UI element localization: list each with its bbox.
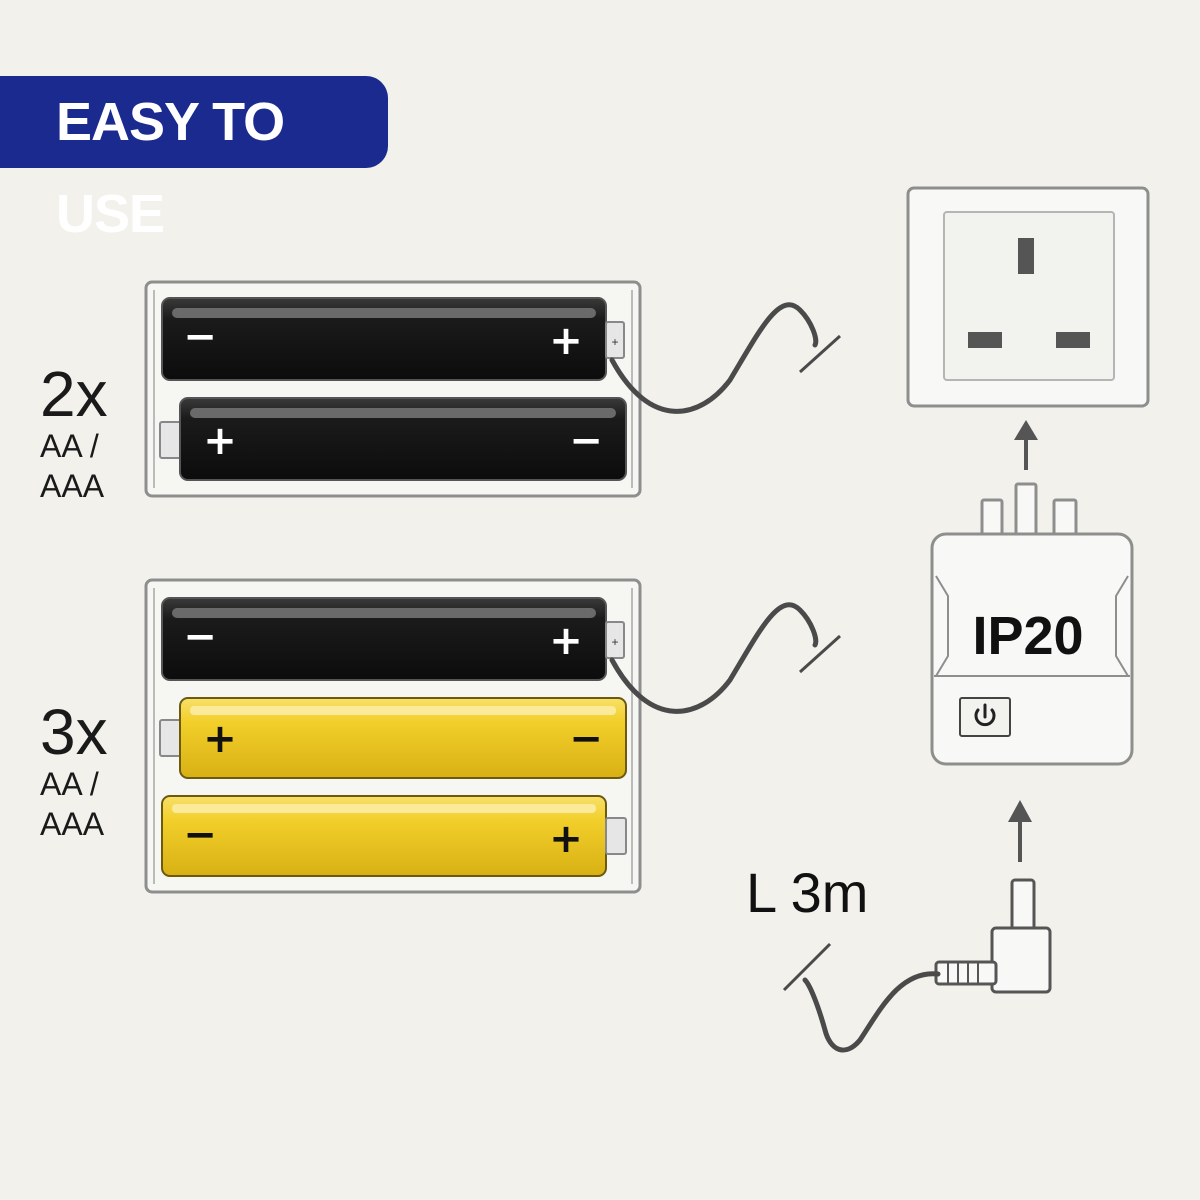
- group-3x-label: 3x AA / AAA: [40, 700, 130, 844]
- battery-right-sign: −: [569, 716, 603, 762]
- battery-3x-3: − +: [161, 795, 627, 877]
- battery-left-sign: −: [183, 314, 217, 360]
- battery-right-sign: +: [549, 618, 583, 664]
- group-2x-label: 2x AA / AAA: [40, 362, 130, 506]
- dc-connector: [934, 878, 1052, 994]
- battery-holder-2x: + − + + −: [144, 280, 642, 498]
- group-2x-count: 2x: [40, 358, 108, 430]
- wire-break-2x: [798, 334, 842, 374]
- battery-right-sign: −: [569, 418, 603, 464]
- terminal-label: +: [611, 635, 618, 649]
- power-icon: [959, 697, 1011, 737]
- wire-3x: [609, 602, 819, 714]
- battery-holder-3x: + − + + − − +: [144, 578, 642, 894]
- cable: [802, 971, 941, 1053]
- group-2x-type: AA / AAA: [40, 428, 105, 504]
- battery-right-sign: +: [549, 816, 583, 862]
- uk-wall-socket-icon: [906, 186, 1150, 408]
- wire-break-3x: [798, 634, 842, 674]
- battery-2x-1: + − +: [161, 297, 625, 381]
- ip-rating: IP20: [972, 606, 1083, 666]
- battery-left-sign: −: [183, 812, 217, 858]
- cable-break: [782, 942, 832, 992]
- battery-3x-2: + −: [159, 697, 627, 779]
- wire-2x: [609, 302, 819, 414]
- battery-3x-1: + − +: [161, 597, 625, 681]
- badge-text: EASY TO USE: [56, 92, 285, 244]
- arrow-up-icon: [1008, 800, 1032, 862]
- battery-left-sign: +: [203, 418, 237, 464]
- easy-to-use-badge: EASY TO USE: [0, 76, 388, 244]
- plug-adapter: IP20: [930, 482, 1134, 766]
- battery-right-sign: +: [549, 318, 583, 364]
- group-3x-type: AA / AAA: [40, 766, 105, 842]
- battery-left-sign: +: [203, 716, 237, 762]
- arrow-up-icon: [1014, 420, 1038, 470]
- cable-length: L 3m: [746, 861, 868, 924]
- terminal-label: +: [611, 335, 618, 349]
- battery-2x-2: + −: [159, 397, 627, 481]
- battery-left-sign: −: [183, 614, 217, 660]
- group-3x-count: 3x: [40, 696, 108, 768]
